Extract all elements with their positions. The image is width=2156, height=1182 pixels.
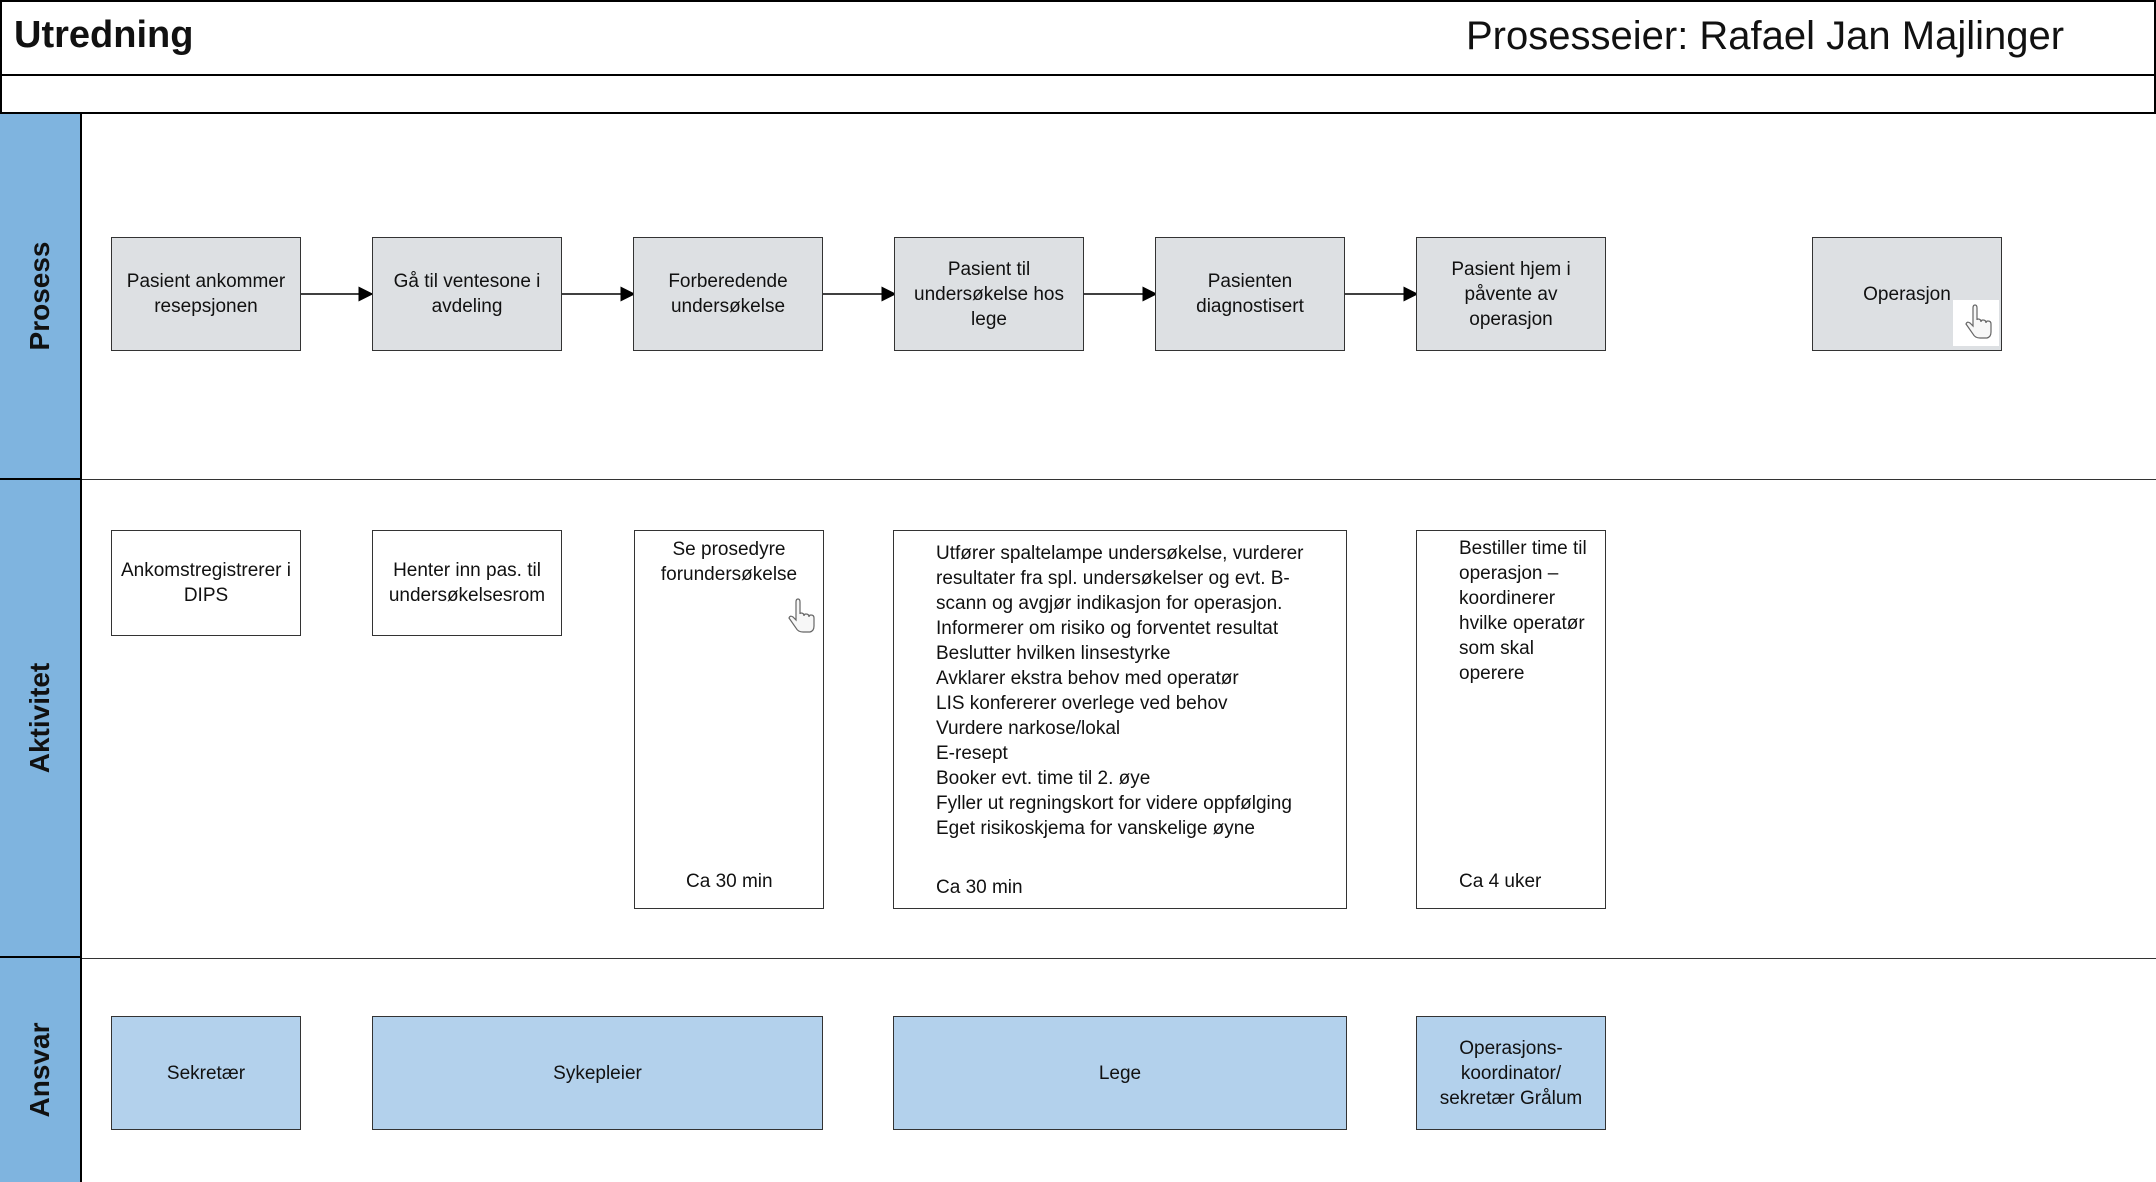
- activity-line: operasjon –: [1459, 563, 1559, 584]
- activity-line: LIS konfererer overlege ved behov: [936, 693, 1228, 714]
- activity-line: Avklarer ekstra behov med operatør: [936, 668, 1239, 689]
- activity-box[interactable]: Bestiller time til operasjon – koordiner…: [1416, 530, 1606, 909]
- activity-line: Bestiller time til: [1459, 538, 1587, 559]
- hand-cursor-icon[interactable]: [776, 594, 822, 640]
- activity-line: scann og avgjør indikasjon for operasjon…: [936, 593, 1283, 614]
- activity-box[interactable]: Se prosedyre forundersøkelse Ca 30 min: [634, 530, 824, 909]
- lane-separator: [82, 958, 2156, 959]
- activity-line: koordinerer: [1459, 588, 1556, 609]
- activity-box[interactable]: Henter inn pas. til undersøkelsesrom: [372, 530, 562, 636]
- activity-line: Informerer om risiko og forventet result…: [936, 618, 1279, 639]
- process-owner: Prosesseier: Rafael Jan Majlinger: [1466, 14, 2065, 58]
- process-step[interactable]: Pasient hjem i påvente av operasjon: [1416, 237, 1606, 351]
- activity-line: resultater fra spl. undersøkelser og evt…: [936, 568, 1290, 589]
- responsibility-box[interactable]: Operasjons-koordinator/ sekretær Grålum: [1416, 1016, 1606, 1130]
- lane-label-responsibility: Ansvar: [0, 958, 82, 1182]
- activity-box[interactable]: Ankomstregistrerer i DIPS: [111, 530, 301, 636]
- responsibility-box[interactable]: Lege: [893, 1016, 1347, 1130]
- activity-list: Bestiller time til operasjon – koordiner…: [1459, 536, 1604, 686]
- activity-line: Beslutter hvilken linsestyrke: [936, 643, 1171, 664]
- process-step[interactable]: Pasienten diagnostisert: [1155, 237, 1345, 351]
- responsibility-box[interactable]: Sekretær: [111, 1016, 301, 1130]
- header-bar: [0, 0, 2156, 76]
- process-step[interactable]: Pasient ankommer resepsjonen: [111, 237, 301, 351]
- hand-cursor-icon[interactable]: [1953, 300, 1999, 346]
- lane-label-activity: Aktivitet: [0, 480, 82, 958]
- activity-line: som skal: [1459, 638, 1534, 659]
- activity-time: Ca 4 uker: [1459, 871, 1542, 892]
- activity-line: Fyller ut regningskort for videre oppføl…: [936, 793, 1292, 814]
- header-subrow: [0, 74, 2156, 114]
- activity-list: Utfører spaltelampe undersøkelse, vurder…: [936, 541, 1336, 841]
- activity-line: E-resept: [936, 743, 1008, 764]
- activity-line: Eget risikoskjema for vanskelige øyne: [936, 818, 1255, 839]
- lane-label-process: Prosess: [0, 114, 82, 480]
- activity-line: operere: [1459, 663, 1525, 684]
- activity-time: Ca 30 min: [686, 871, 773, 892]
- activity-line: Booker evt. time til 2. øye: [936, 768, 1151, 789]
- responsibility-box[interactable]: Sykepleier: [372, 1016, 823, 1130]
- activity-text: Se prosedyre forundersøkelse: [660, 539, 798, 585]
- activity-line: hvilke operatør: [1459, 613, 1585, 634]
- activity-box[interactable]: Utfører spaltelampe undersøkelse, vurder…: [893, 530, 1347, 909]
- process-step[interactable]: Pasient til undersøkelse hos lege: [894, 237, 1084, 351]
- activity-time: Ca 30 min: [936, 877, 1023, 898]
- page-title: Utredning: [14, 14, 194, 56]
- process-step[interactable]: Gå til ventesone i avdeling: [372, 237, 562, 351]
- process-step[interactable]: Forberedende undersøkelse: [633, 237, 823, 351]
- activity-line: Vurdere narkose/lokal: [936, 718, 1121, 739]
- lane-separator: [82, 479, 2156, 480]
- activity-line: Utfører spaltelampe undersøkelse, vurder…: [936, 543, 1304, 564]
